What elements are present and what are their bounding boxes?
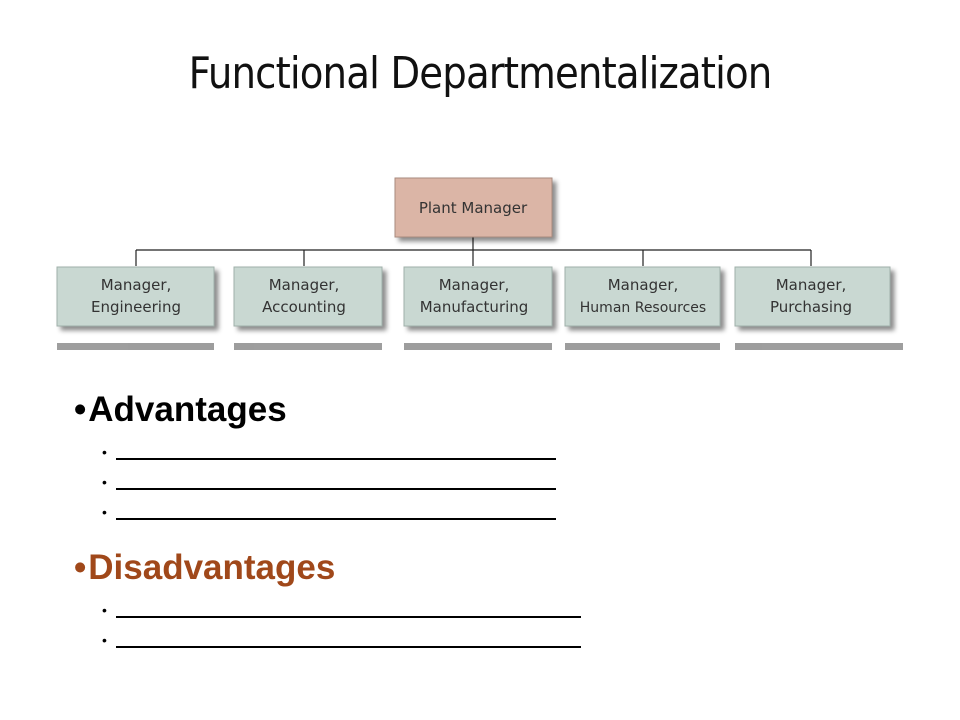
disadvantages-blanks: • • [102, 596, 874, 656]
org-connectors [135, 237, 812, 266]
dept-row-shadow [57, 343, 903, 350]
box-dept-1-line2: Engineering [91, 298, 181, 316]
box-dept-3: Manager, Manufacturing [403, 266, 553, 327]
disadvantage-blank-1: • [102, 596, 874, 626]
disadvantages-heading: •Disadvantages [74, 546, 874, 590]
box-dept-1: Manager, Engineering [56, 266, 215, 327]
box-dept-4: Manager, Human Resources [564, 266, 721, 327]
bullet-list: •Advantages • • • •Disadvantages • • [74, 388, 874, 656]
org-chart: Plant Manager Manager, Engineering Manag… [56, 177, 903, 350]
disadvantage-blank-2: • [102, 626, 874, 656]
advantage-blank-2: • [102, 468, 874, 498]
box-dept-4-line1: Manager, [608, 276, 679, 294]
box-dept-3-line1: Manager, [439, 276, 510, 294]
box-dept-2-line2: Accounting [262, 298, 346, 316]
box-dept-5-line2: Purchasing [770, 298, 852, 316]
box-dept-2: Manager, Accounting [233, 266, 383, 327]
box-dept-1-line1: Manager, [101, 276, 172, 294]
box-plant-manager-label: Plant Manager [419, 199, 528, 217]
advantage-blank-3: • [102, 498, 874, 528]
box-dept-3-line2: Manufacturing [420, 298, 529, 316]
box-dept-2-line1: Manager, [269, 276, 340, 294]
advantages-blanks: • • • [102, 438, 874, 528]
slide-title: Functional Departmentalization [188, 48, 773, 99]
bullet-dot: • [74, 548, 87, 587]
advantages-label: Advantages [88, 390, 287, 429]
box-dept-4-line2: Human Resources [580, 300, 706, 316]
advantage-blank-1: • [102, 438, 874, 468]
box-dept-5: Manager, Purchasing [734, 266, 891, 327]
advantages-heading: •Advantages [74, 388, 874, 432]
disadvantages-label: Disadvantages [88, 548, 336, 587]
bullet-dot: • [74, 390, 87, 429]
box-dept-5-line1: Manager, [776, 276, 847, 294]
box-plant-manager: Plant Manager [394, 177, 553, 238]
